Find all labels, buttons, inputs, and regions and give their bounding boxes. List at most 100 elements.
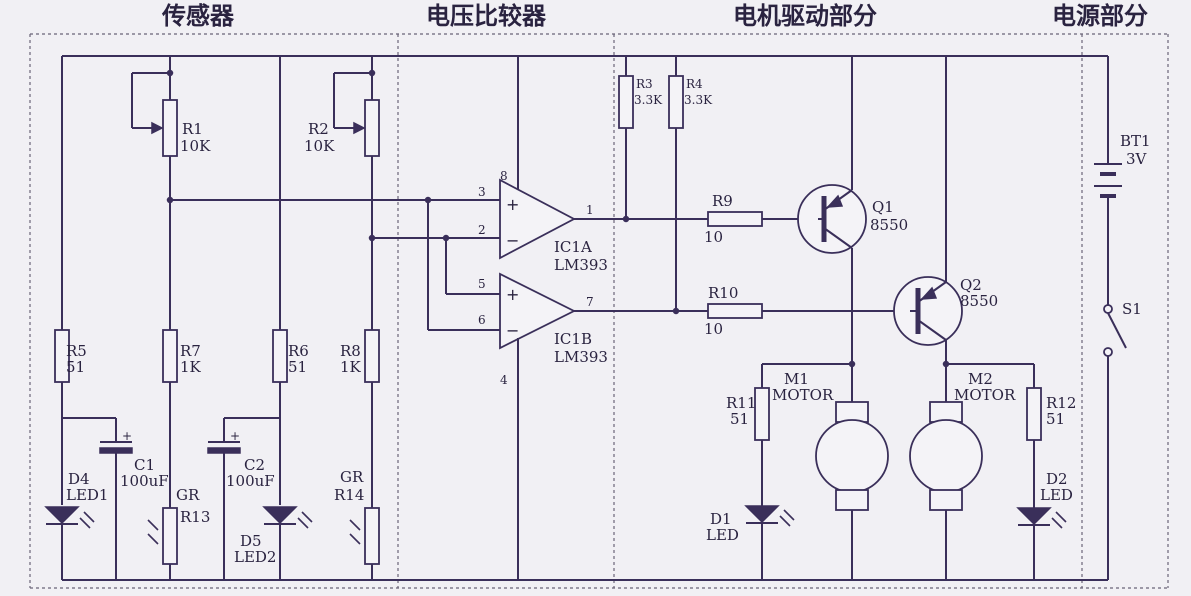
ic1b-minus: − [506, 321, 519, 340]
motor-m2 [909, 419, 983, 493]
r13-type: GR [176, 486, 200, 504]
r8-value: 1K [340, 358, 362, 376]
r13-ref: R13 [180, 508, 210, 526]
base-resistors: R9 10 R10 10 [574, 192, 910, 338]
resistor-r8 [364, 329, 380, 383]
sensor-divider-2: R2 10K R8 1K GR R14 [304, 56, 380, 580]
r3-ref: R3 [636, 77, 653, 91]
ic1a-minus: − [506, 231, 519, 250]
d2-value: LED [1040, 486, 1073, 504]
m1-value: MOTOR [772, 386, 834, 404]
capacitor-c1 [99, 447, 133, 454]
d5-value: LED2 [234, 548, 276, 566]
led-d5 [262, 506, 298, 525]
r12-value: 51 [1046, 410, 1065, 428]
ic1a-plus: + [506, 195, 519, 214]
q2-value: 8550 [960, 292, 998, 310]
pin-6: 6 [478, 313, 486, 327]
r7-value: 1K [180, 358, 202, 376]
r8-ref: R8 [340, 342, 361, 360]
led-d4 [44, 506, 80, 525]
resistor-r12 [1026, 387, 1042, 441]
r14-ref: R14 [334, 486, 364, 504]
d4-value: LED1 [66, 486, 108, 504]
r2-value: 10K [304, 137, 335, 155]
pullup-resistors: R3 3.3K R4 3.3K [618, 56, 713, 311]
r5-value: 51 [66, 358, 85, 376]
transistor-q1: Q1 8550 [797, 56, 908, 364]
r10-value: 10 [704, 320, 723, 338]
section-title-power: 电源部分 [1052, 2, 1148, 30]
ic1a-ref: IC1A [554, 238, 592, 256]
ic1a-value: LM393 [554, 256, 608, 274]
c2-ref: C2 [244, 456, 265, 474]
q1-ref: Q1 [872, 198, 894, 216]
power-rails [62, 55, 1109, 581]
capacitor-c2 [207, 447, 241, 454]
q1-value: 8550 [870, 216, 908, 234]
c1-value: 100uF [120, 472, 169, 490]
resistor-r7 [162, 329, 178, 383]
pin-2: 2 [478, 223, 486, 237]
motor-m1-branch: R11 51 D1 LED M1 MOTOR [706, 360, 889, 580]
r11-value: 51 [730, 410, 749, 428]
ic1b-plus: + [506, 285, 519, 304]
r11-ref: R11 [726, 394, 756, 412]
pin-1: 1 [586, 203, 594, 217]
motor-m1 [815, 419, 889, 493]
r6-value: 51 [288, 358, 307, 376]
r12-ref: R12 [1046, 394, 1076, 412]
r1-ref: R1 [182, 120, 203, 138]
transistor-q2: Q2 8550 [893, 56, 998, 364]
pin-3: 3 [478, 185, 486, 199]
d1-value: LED [706, 526, 739, 544]
section-title-motor-drive: 电机驱动部分 [733, 2, 877, 30]
m2-value: MOTOR [954, 386, 1016, 404]
opamp-ic1a: + − 3 2 8 1 IC1A LM393 [478, 169, 608, 274]
m2-ref: M2 [968, 370, 993, 388]
r10-ref: R10 [708, 284, 738, 302]
resistor-r4 [668, 75, 684, 129]
pin-5: 5 [478, 277, 486, 291]
pin-4: 4 [500, 373, 508, 387]
pin-8: 8 [500, 169, 508, 183]
r4-value: 3.3K [684, 93, 713, 107]
resistor-r3 [618, 75, 634, 129]
section-title-sensor: 传感器 [161, 2, 235, 30]
resistor-r9 [707, 211, 763, 227]
q2-ref: Q2 [960, 276, 982, 294]
d4-ref: D4 [68, 470, 90, 488]
r14-type: GR [340, 468, 364, 486]
r1-value: 10K [180, 137, 211, 155]
sensor-divider-1: R1 10K R7 1K GR R13 [131, 56, 211, 580]
r6-ref: R6 [288, 342, 309, 360]
photoresistor-r14 [364, 507, 380, 565]
potentiometer-r1 [162, 99, 178, 157]
sensor-led1-branch: R5 51 + C1 100uF D4 LED1 [44, 56, 169, 580]
photoresistor-r13 [162, 507, 178, 565]
d5-ref: D5 [240, 532, 262, 550]
pin-7: 7 [586, 295, 594, 309]
motor-m2-branch: R12 51 D2 LED M2 MOTOR [909, 360, 1076, 580]
s1-ref: S1 [1122, 300, 1142, 318]
c2-plus: + [230, 429, 240, 443]
sensor-led2-branch: R6 51 + C2 100uF D5 LED2 [207, 56, 313, 580]
battery-bt1: BT1 3V [1094, 132, 1151, 204]
resistor-r10 [707, 303, 763, 319]
r2-ref: R2 [308, 120, 329, 138]
led-d1 [744, 505, 780, 524]
r7-ref: R7 [180, 342, 201, 360]
resistor-r6 [272, 329, 288, 383]
r3-value: 3.3K [634, 93, 663, 107]
ic1b-ref: IC1B [554, 330, 592, 348]
led-d2 [1016, 507, 1052, 526]
m1-ref: M1 [784, 370, 809, 388]
bt1-ref: BT1 [1120, 132, 1151, 150]
potentiometer-r2 [364, 99, 380, 157]
r9-ref: R9 [712, 192, 733, 210]
r5-ref: R5 [66, 342, 87, 360]
section-title-comparator: 电压比较器 [426, 2, 547, 30]
c2-value: 100uF [226, 472, 275, 490]
switch-s1: S1 [1103, 300, 1142, 357]
